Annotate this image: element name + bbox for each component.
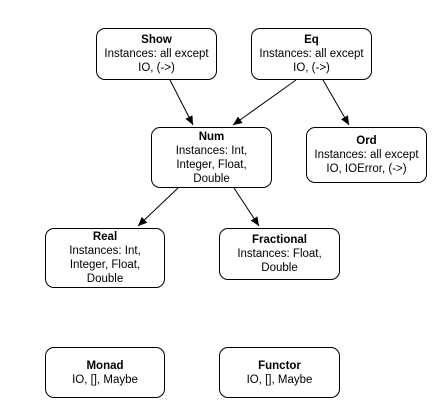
- edge-show-to-num: [169, 79, 194, 126]
- node-show: Show Instances: all except IO, (->): [96, 28, 217, 80]
- node-text-line: Integer, Float,: [176, 158, 247, 171]
- node-text-line: Instances: Int,: [69, 245, 141, 257]
- node-text-line: IO, [], Maybe: [72, 373, 138, 386]
- edge-num-to-fractional: [233, 187, 260, 227]
- node-num: Num Instances: Int, Integer, Float, Doub…: [151, 127, 272, 188]
- edge-eq-to-ord: [322, 79, 350, 126]
- node-text-line: Instances: all except: [259, 48, 364, 60]
- edge-num-to-real: [137, 187, 179, 227]
- node-monad: Monad IO, [], Maybe: [45, 347, 165, 398]
- node-title: Monad: [86, 359, 124, 372]
- node-text-line: Instances: all except: [314, 149, 419, 161]
- node-title: Ord: [356, 135, 377, 147]
- node-text-line: IO, [], Maybe: [246, 373, 313, 386]
- node-fractional: Fractional Instances: Float, Double: [219, 228, 340, 280]
- node-text-line: Instances: Int,: [175, 144, 248, 157]
- node-title: Fractional: [252, 234, 307, 246]
- node-text-line: IO, (->): [293, 62, 330, 74]
- node-text-line: Integer, Float,: [69, 259, 141, 271]
- node-title: Eq: [304, 34, 319, 46]
- node-title: Num: [198, 130, 225, 143]
- node-text-line: Instances: Float,: [237, 248, 322, 260]
- node-title: Show: [141, 34, 172, 46]
- node-title: Real: [92, 231, 118, 243]
- node-real: Real Instances: Int, Integer, Float, Dou…: [45, 228, 165, 288]
- node-ord: Ord Instances: all except IO, IOError, (…: [306, 127, 427, 183]
- node-text-line: IO, (->): [138, 62, 175, 74]
- node-text-line: Instances: all except: [104, 48, 209, 60]
- node-text-line: Double: [86, 273, 124, 285]
- node-text-line: IO, IOError, (->): [326, 163, 407, 175]
- node-text-line: Double: [261, 262, 298, 274]
- node-title: Functor: [258, 359, 301, 372]
- node-functor: Functor IO, [], Maybe: [219, 347, 340, 398]
- node-eq: Eq Instances: all except IO, (->): [251, 28, 372, 80]
- edge-eq-to-num: [232, 79, 297, 126]
- node-text-line: Double: [193, 172, 230, 185]
